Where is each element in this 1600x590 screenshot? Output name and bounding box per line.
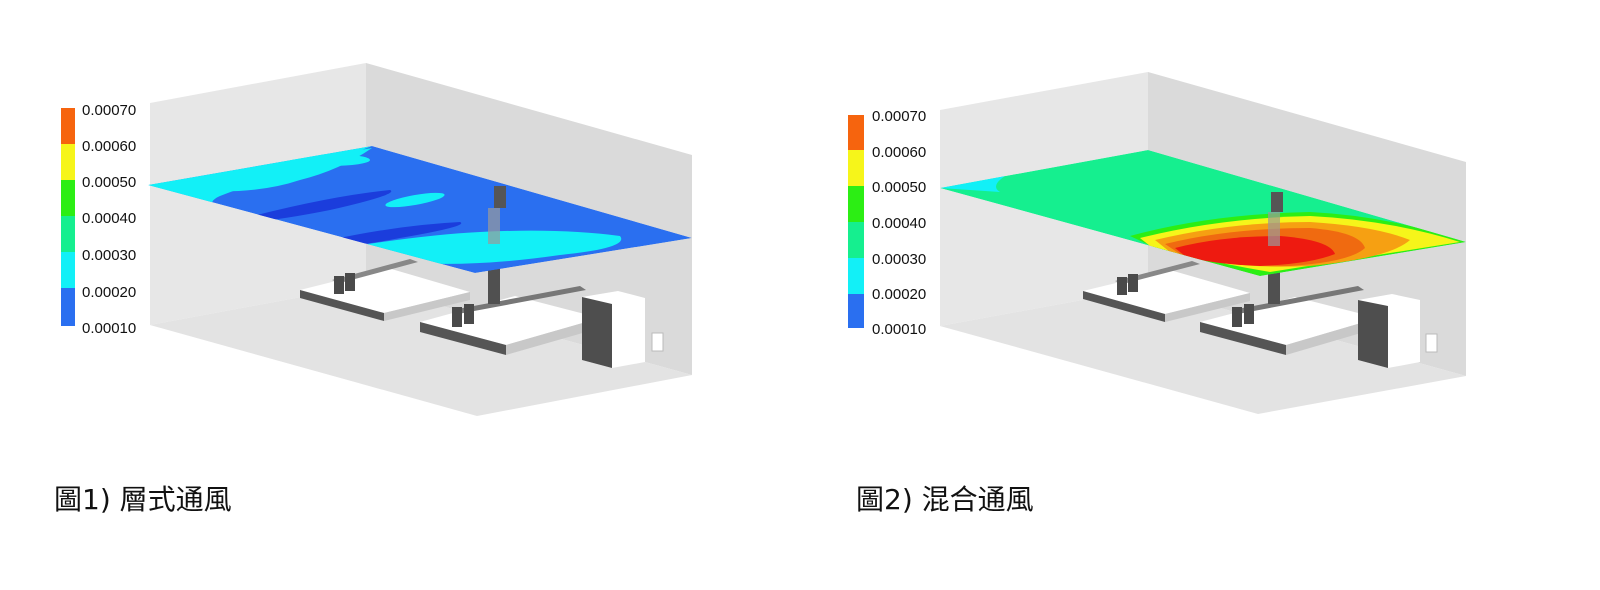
- wall-outlet: [1425, 333, 1438, 353]
- machine-base-rear: [300, 268, 470, 313]
- scale-tick: 0.00070: [82, 102, 136, 119]
- scale-tick: 0.00010: [872, 321, 926, 338]
- contour-plane: [940, 150, 1466, 276]
- room-diagram-1: 0.00070 0.00060 0.00050 0.00040 0.00030 …: [61, 63, 692, 416]
- scale-tick: 0.00060: [82, 138, 136, 155]
- scale-tick: 0.00010: [82, 320, 136, 337]
- color-scale: [61, 108, 75, 326]
- scale-tick: 0.00030: [872, 251, 926, 268]
- scale-tick: 0.00050: [872, 179, 926, 196]
- panel-mixing: 0.00070 0.00060 0.00050 0.00040 0.00030 …: [790, 0, 1590, 590]
- machine-base-front: [420, 296, 600, 345]
- sensor-box: [1271, 192, 1283, 212]
- scale-tick: 0.00050: [82, 174, 136, 191]
- floor: [150, 285, 692, 416]
- color-scale: [848, 115, 864, 328]
- caption-1: 圖1) 層式通風: [54, 483, 232, 516]
- room-diagram-2: 0.00070 0.00060 0.00050 0.00040 0.00030 …: [848, 72, 1466, 414]
- scale-tick: 0.00060: [872, 144, 926, 161]
- scale-tick: 0.00040: [872, 215, 926, 232]
- wall-outlet: [651, 332, 664, 352]
- floor: [940, 288, 1466, 414]
- scale-tick: 0.00020: [872, 286, 926, 303]
- scale-tick: 0.00040: [82, 210, 136, 227]
- caption-2: 圖2) 混合通風: [856, 483, 1034, 516]
- sensor-box: [494, 186, 506, 208]
- scale-tick: 0.00070: [872, 108, 926, 125]
- machine-base-front: [1200, 297, 1378, 345]
- scale-tick: 0.00030: [82, 247, 136, 264]
- panel-displacement: 0.00070 0.00060 0.00050 0.00040 0.00030 …: [54, 63, 692, 516]
- scale-tick: 0.00020: [82, 284, 136, 301]
